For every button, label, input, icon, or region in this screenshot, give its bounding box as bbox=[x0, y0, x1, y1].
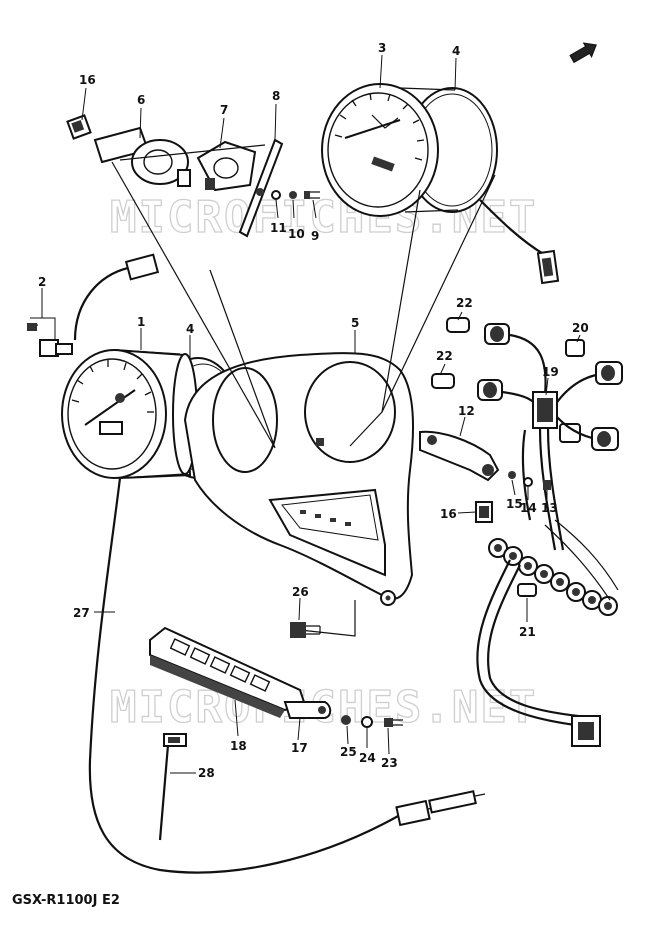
speedometer-cable-27 bbox=[88, 477, 401, 874]
callout-4-top: 4 bbox=[452, 44, 460, 58]
bracket-17 bbox=[283, 701, 332, 719]
callout-19: 19 bbox=[542, 365, 559, 379]
callout-5: 5 bbox=[351, 316, 359, 330]
cable-end-fitting bbox=[395, 799, 431, 827]
tachometer-assembly bbox=[321, 83, 560, 285]
bulb-21 bbox=[517, 583, 537, 597]
wiring-harness-19 bbox=[419, 317, 623, 747]
callout-16-top: 16 bbox=[79, 73, 96, 87]
speedometer-dial bbox=[67, 358, 157, 470]
callout-21: 21 bbox=[519, 625, 536, 639]
washer-11 bbox=[271, 190, 281, 200]
bulb-22-top bbox=[446, 317, 470, 333]
callout-3: 3 bbox=[378, 41, 386, 55]
callout-9: 9 bbox=[311, 229, 319, 243]
lamp-probe-28 bbox=[158, 733, 187, 841]
callout-4-left: 4 bbox=[186, 322, 194, 336]
callout-12: 12 bbox=[458, 404, 475, 418]
callout-24: 24 bbox=[359, 751, 376, 765]
callout-6: 6 bbox=[137, 93, 145, 107]
callout-7: 7 bbox=[220, 103, 228, 117]
callout-15: 15 bbox=[506, 497, 523, 511]
screw-13 bbox=[543, 480, 551, 490]
speedometer-assembly bbox=[27, 253, 486, 874]
washer-15 bbox=[508, 471, 516, 479]
callout-16-right: 16 bbox=[440, 507, 457, 521]
assembly-guide-lines bbox=[111, 144, 496, 637]
arrow-icon bbox=[569, 42, 597, 64]
washer-24 bbox=[361, 716, 373, 728]
tachometer-dial bbox=[327, 92, 429, 208]
callout-11: 11 bbox=[270, 221, 287, 235]
washer-25 bbox=[341, 715, 351, 725]
callout-25: 25 bbox=[340, 745, 357, 759]
meter-panel-5 bbox=[183, 352, 414, 606]
screw-23 bbox=[384, 718, 393, 727]
callout-26: 26 bbox=[292, 585, 309, 599]
washer-14 bbox=[523, 477, 533, 487]
callout-20: 20 bbox=[572, 321, 589, 335]
callout-22-top: 22 bbox=[456, 296, 473, 310]
screw-9 bbox=[304, 191, 310, 199]
bolt-26 bbox=[290, 622, 306, 638]
callout-17: 17 bbox=[291, 741, 308, 755]
callout-10: 10 bbox=[288, 227, 305, 241]
callout-13: 13 bbox=[541, 501, 558, 515]
callout-22-bottom: 22 bbox=[436, 349, 453, 363]
harness-connector bbox=[571, 715, 601, 747]
bracket-8 bbox=[238, 138, 284, 238]
callout-18: 18 bbox=[230, 739, 247, 753]
screw-2 bbox=[27, 323, 37, 331]
callout-8: 8 bbox=[272, 89, 280, 103]
callout-2: 2 bbox=[38, 275, 46, 289]
washer-10 bbox=[289, 191, 297, 199]
callout-1: 1 bbox=[137, 315, 145, 329]
callout-28: 28 bbox=[198, 766, 215, 780]
callout-27: 27 bbox=[73, 606, 90, 620]
callout-14: 14 bbox=[520, 501, 537, 515]
bulb-22-bottom bbox=[431, 373, 455, 389]
bulb-20 bbox=[565, 339, 585, 357]
callout-leaders bbox=[30, 54, 581, 774]
callout-23: 23 bbox=[381, 756, 398, 770]
bracket-12 bbox=[419, 430, 500, 482]
lower-cover-18 bbox=[149, 626, 332, 719]
cable-connector bbox=[124, 253, 160, 281]
fasteners-23-24-25-26 bbox=[290, 622, 403, 728]
model-code: GSX-R1100J E2 bbox=[12, 893, 120, 908]
callout-labels: 16 6 7 8 11 10 9 3 4 2 1 4 5 22 22 20 19… bbox=[38, 41, 589, 780]
bulb-socket-cluster bbox=[488, 538, 618, 616]
